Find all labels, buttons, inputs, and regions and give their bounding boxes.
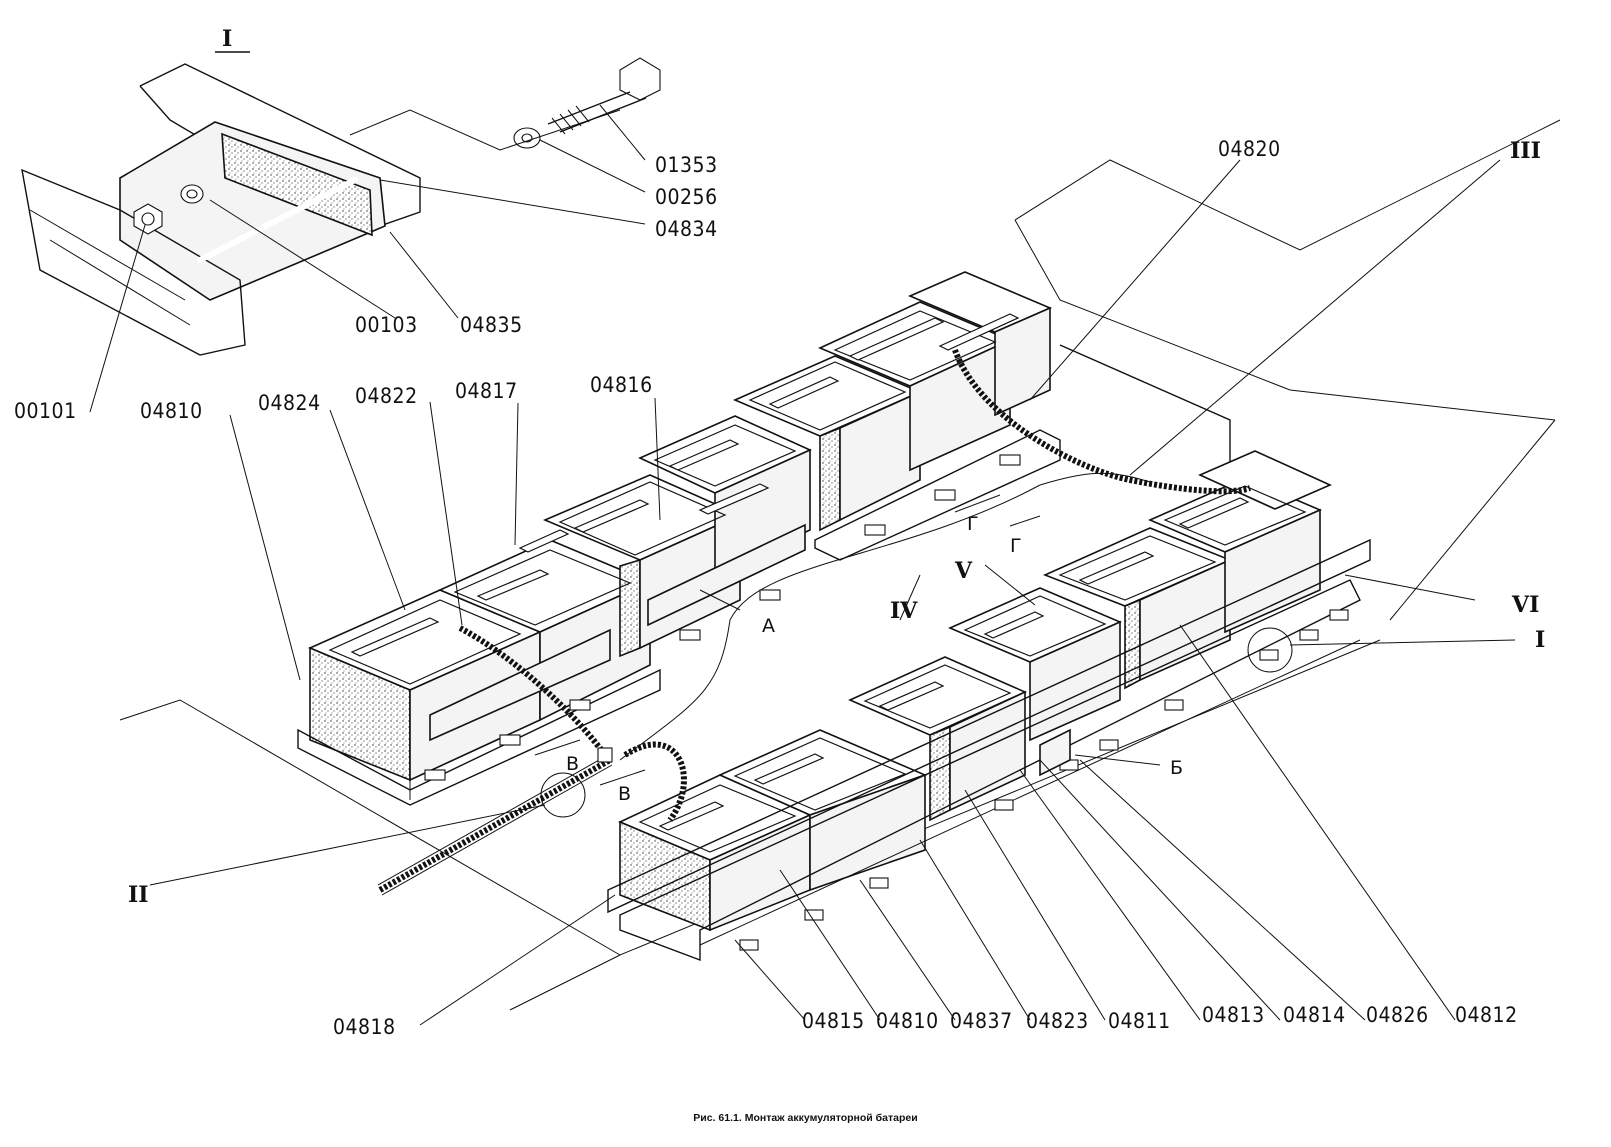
callout-00103: 00103 bbox=[355, 313, 418, 337]
callout-04835: 04835 bbox=[460, 313, 523, 337]
callout-04815: 04815 bbox=[802, 1009, 865, 1033]
roman-label-vi: VI bbox=[1511, 592, 1539, 618]
callouts-detail: 01353 00256 04834 00103 04835 00101 bbox=[14, 153, 718, 423]
battery-row-right bbox=[607, 450, 1371, 962]
section-mark-a: А bbox=[762, 615, 775, 637]
detail-view-i: I bbox=[21, 26, 421, 356]
callout-04813: 04813 bbox=[1202, 1003, 1265, 1027]
roman-label-iii: III bbox=[1510, 138, 1541, 164]
callout-04812: 04812 bbox=[1455, 1003, 1518, 1027]
roman-labels: III IV V VI I II bbox=[128, 138, 1545, 908]
callouts-bottom: 04818 04815 04810 04837 04823 04811 0481… bbox=[333, 1003, 1518, 1039]
callout-04823: 04823 bbox=[1026, 1009, 1089, 1033]
cables bbox=[377, 348, 1293, 896]
section-mark-b: Б bbox=[1170, 757, 1183, 779]
roman-label-iv: IV bbox=[890, 598, 918, 624]
callout-04826: 04826 bbox=[1366, 1003, 1429, 1027]
callout-04816: 04816 bbox=[590, 373, 653, 397]
callout-04824: 04824 bbox=[258, 391, 321, 415]
callout-04811: 04811 bbox=[1108, 1009, 1171, 1033]
callout-00101: 00101 bbox=[14, 399, 77, 423]
callout-04814: 04814 bbox=[1283, 1003, 1346, 1027]
section-marks: Г Г В В А Б bbox=[534, 494, 1183, 805]
figure-caption: Рис. 61.1. Монтаж аккумуляторной батареи bbox=[693, 1112, 918, 1124]
section-mark-g-1: Г bbox=[967, 513, 979, 535]
callout-04820: 04820 bbox=[1218, 137, 1281, 161]
callout-00256: 00256 bbox=[655, 185, 718, 209]
leader-lines bbox=[89, 104, 1516, 1026]
roman-label-i: I bbox=[1535, 627, 1545, 653]
callout-04818: 04818 bbox=[333, 1015, 396, 1039]
callouts-top: 04810 04824 04822 04817 04816 04820 bbox=[140, 137, 1281, 423]
detail-title-marker: I bbox=[222, 26, 232, 52]
section-mark-v-1: В bbox=[566, 753, 579, 775]
bolt-assembly bbox=[513, 57, 661, 149]
callout-04810-bottom: 04810 bbox=[876, 1009, 939, 1033]
callout-04810-top: 04810 bbox=[140, 399, 203, 423]
callout-04834: 04834 bbox=[655, 217, 718, 241]
battery-row-top bbox=[732, 271, 1231, 561]
callout-04817: 04817 bbox=[455, 379, 518, 403]
floor-outline bbox=[119, 109, 1561, 1011]
callout-04822: 04822 bbox=[355, 384, 418, 408]
callout-04837: 04837 bbox=[950, 1009, 1013, 1033]
battery-row-left bbox=[297, 415, 812, 806]
roman-label-ii: II bbox=[128, 882, 149, 908]
roman-label-v: V bbox=[954, 558, 973, 584]
section-mark-v-2: В bbox=[618, 783, 631, 805]
section-mark-g-2: Г bbox=[1010, 535, 1022, 557]
callout-01353: 01353 bbox=[655, 153, 718, 177]
